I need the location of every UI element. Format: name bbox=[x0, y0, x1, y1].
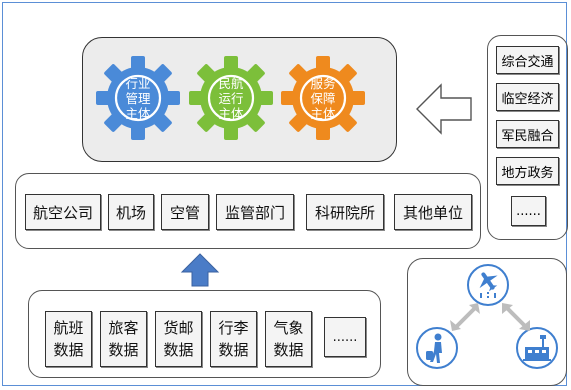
gear-label-line: 管理 bbox=[125, 90, 151, 106]
gear-industry-management: 行业 管理 主体 bbox=[95, 55, 181, 141]
data-source-line: 旅客 bbox=[108, 319, 139, 337]
data-source-box: 航班 数据 bbox=[45, 311, 92, 367]
data-source-more: ...... bbox=[324, 317, 366, 357]
gear-icon bbox=[189, 56, 273, 140]
unit-label: 其他单位 bbox=[402, 203, 463, 222]
unit-label: 科研院所 bbox=[314, 203, 375, 222]
data-source-box: 货邮 数据 bbox=[155, 311, 202, 367]
unit-label: 机场 bbox=[115, 203, 146, 222]
gear-label-line: 主体 bbox=[310, 105, 336, 121]
gear-label: 民航 运行 主体 bbox=[188, 55, 274, 141]
unit-box: 科研院所 bbox=[306, 194, 384, 230]
gear-label: 服务 保障 主体 bbox=[280, 55, 366, 141]
diagram-frame bbox=[2, 2, 567, 386]
double-arrow-icon bbox=[502, 303, 530, 331]
side-item: 军民融合 bbox=[496, 120, 559, 148]
unit-box: 监管部门 bbox=[216, 194, 294, 230]
side-item: 临空经济 bbox=[496, 83, 559, 111]
data-source-box: 气象 数据 bbox=[265, 311, 312, 367]
hollow-left-arrow-icon bbox=[416, 83, 472, 135]
data-source-line: 数据 bbox=[218, 341, 249, 359]
unit-box: 航空公司 bbox=[25, 194, 101, 230]
gear-label-line: 民航 bbox=[218, 75, 244, 91]
gear-label-line: 保障 bbox=[310, 90, 336, 106]
side-item: 综合交通 bbox=[496, 46, 559, 74]
unit-label: 空管 bbox=[169, 203, 200, 222]
side-item-label: 临空经济 bbox=[501, 91, 554, 107]
gear-label-line: 行业 bbox=[125, 75, 151, 91]
units-panel bbox=[15, 173, 481, 249]
airplane-icon bbox=[479, 272, 498, 298]
airport-terminal-icon bbox=[523, 335, 551, 361]
gear-icon bbox=[96, 56, 180, 140]
data-source-box: 旅客 数据 bbox=[100, 311, 147, 367]
data-more-label: ...... bbox=[332, 329, 358, 345]
unit-label: 监管部门 bbox=[224, 203, 285, 222]
traveler-icon bbox=[426, 333, 442, 363]
data-source-line: 货邮 bbox=[163, 319, 194, 337]
gear-label-line: 运行 bbox=[218, 90, 244, 106]
side-item-more: ...... bbox=[511, 196, 546, 226]
data-source-line: 气象 bbox=[273, 319, 304, 337]
data-sources-panel bbox=[28, 290, 381, 378]
side-item-label: 综合交通 bbox=[501, 54, 554, 70]
gear-label-line: 主体 bbox=[125, 105, 151, 121]
data-source-line: 数据 bbox=[163, 341, 194, 359]
side-item-label: 军民融合 bbox=[501, 128, 554, 144]
side-item: 地方政务 bbox=[496, 157, 559, 185]
gear-label: 行业 管理 主体 bbox=[95, 55, 181, 141]
unit-box: 其他单位 bbox=[394, 194, 472, 230]
unit-box: 机场 bbox=[108, 194, 154, 230]
airport-circle bbox=[516, 327, 558, 369]
airplane-circle bbox=[467, 264, 509, 306]
traveler-circle bbox=[416, 327, 458, 369]
double-arrow-icon bbox=[450, 303, 480, 331]
gear-civil-aviation-operation: 民航 运行 主体 bbox=[188, 55, 274, 141]
side-item-label: ...... bbox=[516, 203, 541, 219]
data-source-line: 数据 bbox=[108, 341, 139, 359]
data-source-line: 行李 bbox=[218, 319, 249, 337]
gear-label-line: 服务 bbox=[310, 75, 336, 91]
unit-label: 航空公司 bbox=[32, 203, 93, 222]
gear-label-line: 主体 bbox=[218, 105, 244, 121]
gear-service-support: 服务 保障 主体 bbox=[280, 55, 366, 141]
data-source-line: 数据 bbox=[273, 341, 304, 359]
up-arrow-icon bbox=[180, 253, 220, 287]
data-source-line: 数据 bbox=[53, 341, 84, 359]
side-panel bbox=[487, 35, 568, 240]
side-item-label: 地方政务 bbox=[501, 165, 554, 181]
data-source-line: 航班 bbox=[53, 319, 84, 337]
data-source-box: 行李 数据 bbox=[210, 311, 257, 367]
icon-panel bbox=[407, 258, 567, 386]
unit-box: 空管 bbox=[161, 194, 209, 230]
gear-icon bbox=[281, 56, 365, 140]
